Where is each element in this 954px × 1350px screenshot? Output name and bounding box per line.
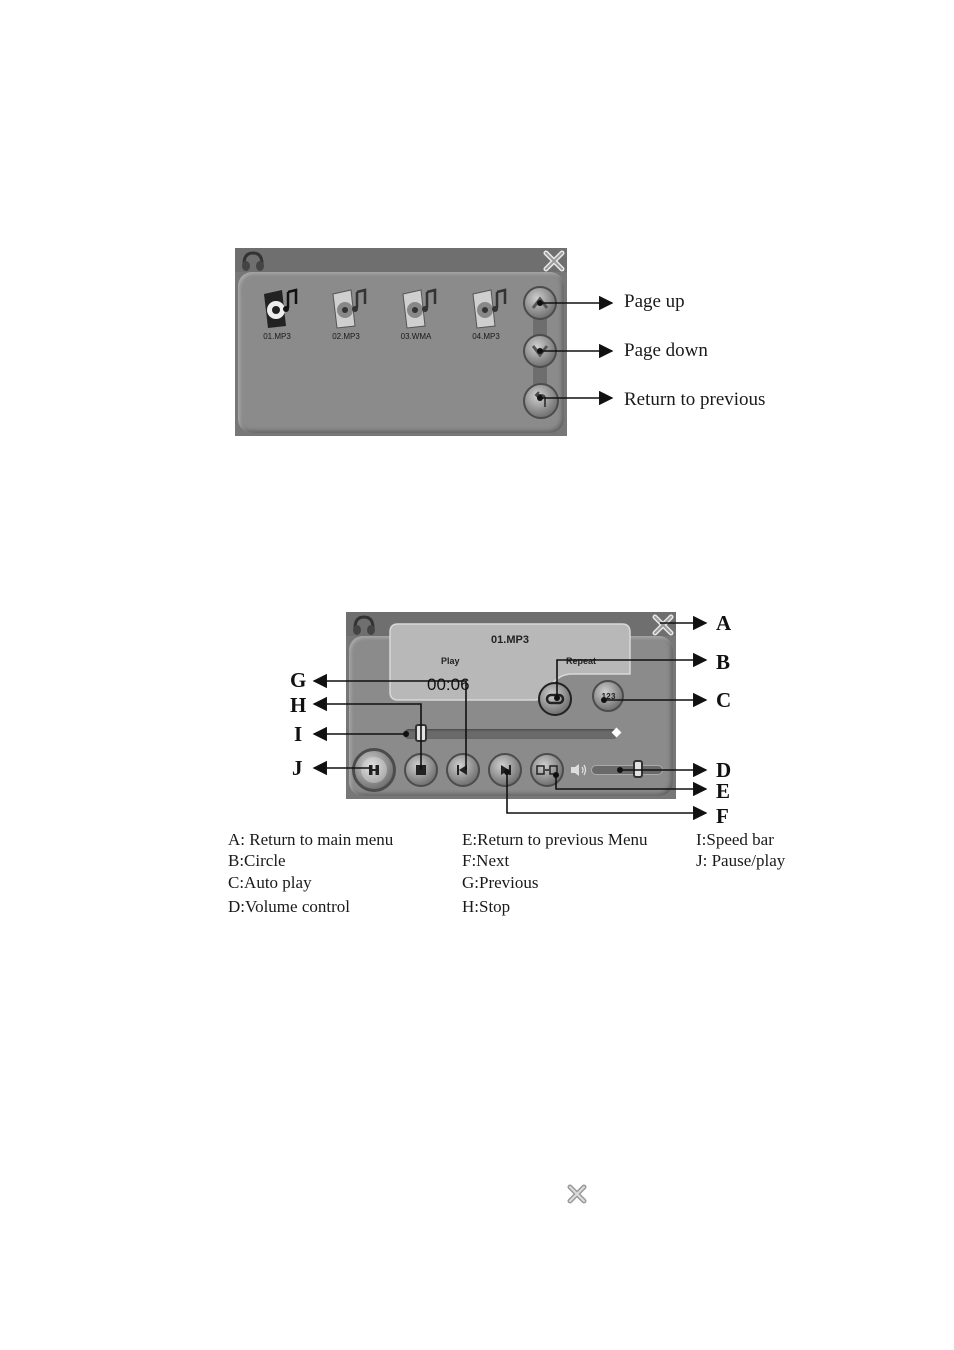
- callout-letter-c: C: [716, 688, 731, 713]
- callout-letter-f: F: [716, 804, 729, 829]
- legend-item: H:Stop: [462, 896, 510, 918]
- callout-letter-e: E: [716, 779, 730, 804]
- legend-item: G:Previous: [462, 872, 539, 894]
- callout-letter-h: H: [290, 693, 306, 718]
- callout-letter-i: I: [294, 722, 302, 747]
- legend-item: F:Next: [462, 850, 509, 872]
- legend-item: A: Return to main menu: [228, 829, 393, 851]
- callout-letter-b: B: [716, 650, 730, 675]
- close-icon-small: [567, 1184, 587, 1204]
- legend-item: E:Return to previous Menu: [462, 829, 648, 851]
- callout-letter-j: J: [292, 756, 303, 781]
- callout-letter-g: G: [290, 668, 306, 693]
- callout-letter-a: A: [716, 611, 731, 636]
- legend-item: B:Circle: [228, 850, 286, 872]
- legend-item: D:Volume control: [228, 896, 350, 918]
- legend-item: C:Auto play: [228, 872, 312, 894]
- legend-item: I:Speed bar: [696, 829, 774, 851]
- legend-item: J: Pause/play: [696, 850, 785, 872]
